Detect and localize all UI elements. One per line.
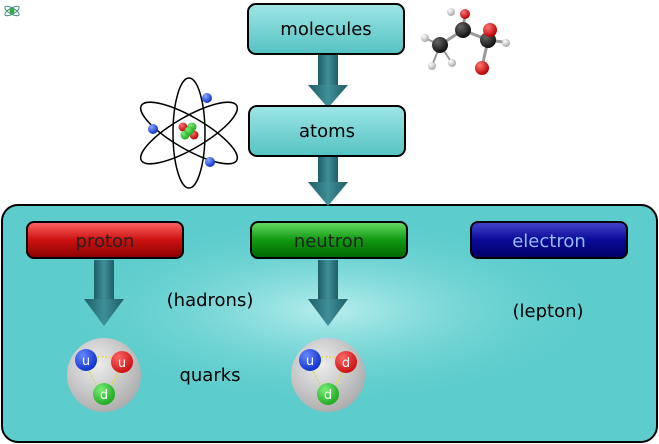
arrow-proton-to-quarks [84, 260, 124, 326]
proton-label: proton [76, 231, 135, 252]
corner-atom-icon [4, 5, 20, 17]
electron-node: electron [470, 221, 628, 259]
quark-sphere: u [299, 349, 321, 371]
atom-illustration-icon [139, 77, 239, 189]
molecules-node: molecules [247, 3, 405, 55]
quark-sphere: d [317, 383, 339, 405]
proton-quark-cluster: u u d [67, 338, 141, 412]
proton-node: proton [26, 221, 184, 259]
quark-letter: u [118, 356, 126, 371]
atoms-node: atoms [248, 105, 406, 157]
atoms-label: atoms [299, 121, 355, 142]
neutron-quark-cluster: u d d [291, 338, 365, 412]
arrow-atoms-to-particles [308, 155, 348, 206]
quark-letter: d [100, 388, 108, 403]
arrow-neutron-to-quarks [308, 260, 348, 326]
quarks-label: quarks [179, 365, 240, 386]
quark-letter: u [306, 354, 314, 369]
quark-letter: d [342, 356, 350, 371]
neutron-node: neutron [250, 221, 408, 259]
molecules-label: molecules [280, 19, 371, 40]
quark-sphere: u [111, 351, 133, 373]
neutron-label: neutron [294, 231, 364, 252]
molecule-illustration-icon [421, 8, 510, 75]
hadrons-label: (hadrons) [167, 290, 254, 311]
quark-sphere: u [75, 349, 97, 371]
quark-letter: d [324, 388, 332, 403]
arrow-molecules-to-atoms [308, 55, 348, 108]
quark-sphere: d [93, 383, 115, 405]
quark-sphere: d [335, 351, 357, 373]
electron-label: electron [512, 231, 586, 252]
quark-letter: u [82, 354, 90, 369]
lepton-label: (lepton) [512, 301, 583, 322]
